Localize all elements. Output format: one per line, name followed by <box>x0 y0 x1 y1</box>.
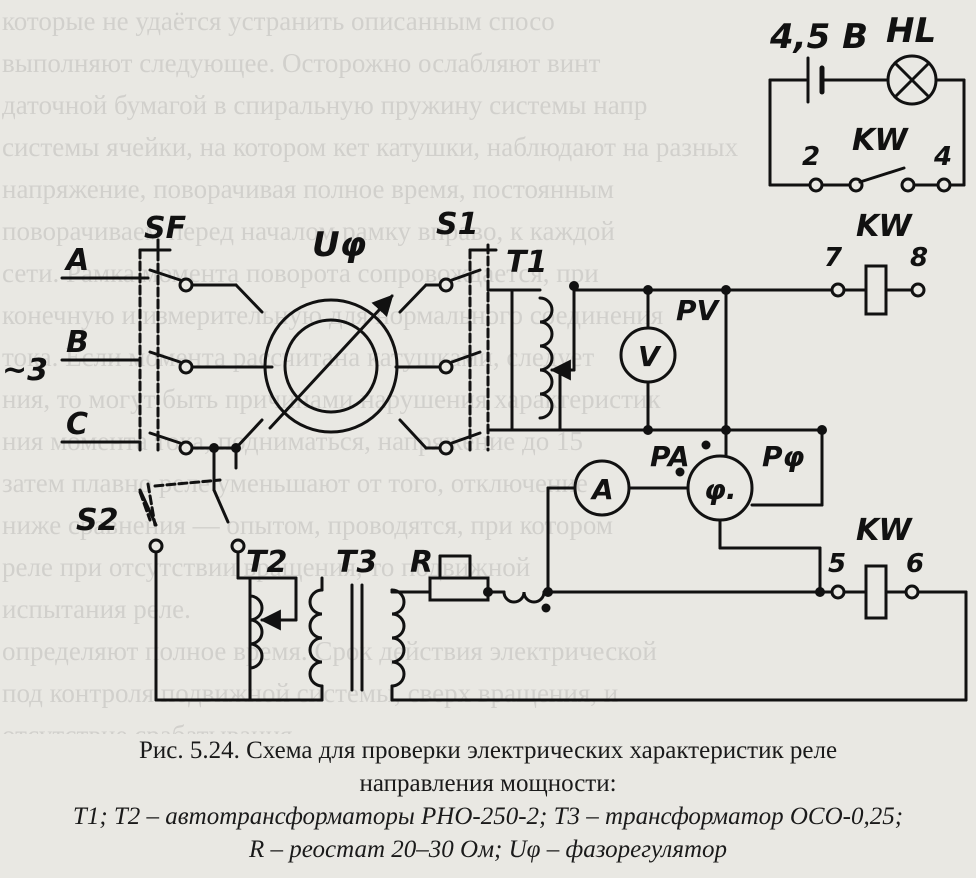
label-kw-coil-top: KW <box>856 209 913 244</box>
terminal-4 <box>936 177 952 193</box>
label-s1: S1 <box>436 207 478 242</box>
caption-line-2: направления мощности: <box>359 770 617 797</box>
label-term-6: 6 <box>906 549 924 579</box>
label-voltmeter: V <box>638 340 662 373</box>
label-term-4: 4 <box>933 142 952 172</box>
label-term-7: 7 <box>824 243 843 273</box>
label-pa: PA <box>650 440 690 473</box>
ammeter-pa <box>546 459 690 594</box>
kw-coil-top <box>820 264 926 507</box>
label-term-2: 2 <box>802 142 820 172</box>
phasemeter <box>686 430 824 594</box>
sf-breaker <box>138 238 194 456</box>
label-pv: PV <box>676 294 721 327</box>
kw-contact-blade <box>858 166 906 184</box>
phase-regulator <box>190 283 442 450</box>
label-s2: S2 <box>76 503 118 538</box>
t3-transformer <box>308 576 968 702</box>
label-ammeter: A <box>590 473 614 506</box>
label-battery: 4,5 B <box>769 17 868 57</box>
caption-line-4: R – реостат 20–30 Ом; Uφ – фазорегулятор <box>248 836 728 863</box>
figure-caption: Рис. 5.24. Схема для проверки электричес… <box>0 734 976 866</box>
caption-line-1: Рис. 5.24. Схема для проверки электричес… <box>138 737 838 764</box>
label-t2: T2 <box>246 545 287 580</box>
t1-autotransformer <box>510 288 824 432</box>
label-t1: T1 <box>506 245 547 280</box>
signal-circuit <box>768 54 966 193</box>
label-phase-regulator: Uφ <box>312 225 366 265</box>
label-three-phase: ~3 <box>2 353 48 388</box>
s1-switch <box>438 243 514 456</box>
label-lamp: HL <box>886 11 936 51</box>
label-phase-c: C <box>66 407 88 442</box>
phase-lines <box>60 276 150 444</box>
caption-line-3: T1; T2 – автотрансформаторы РНО-250-2; T… <box>72 803 904 830</box>
label-t3: T3 <box>336 545 377 580</box>
label-phase-b: B <box>66 325 89 360</box>
terminal-2 <box>808 177 824 193</box>
label-phasemeter: φ. <box>704 473 737 506</box>
kw-coil-bottom <box>830 564 968 702</box>
label-r: R <box>410 545 433 580</box>
label-term-5: 5 <box>828 549 846 579</box>
label-sf: SF <box>144 211 187 246</box>
label-phase-a: A <box>64 243 89 278</box>
rheostat-r <box>428 554 834 604</box>
s2-switch <box>138 446 246 702</box>
voltmeter-pv <box>619 288 728 434</box>
label-kw-contact: KW <box>852 123 909 158</box>
circuit-diagram: 4,5 B HL KW 2 4 KW 7 8 SF A B C ~3 Uφ S1… <box>2 11 968 702</box>
label-pphi: Pφ <box>762 440 805 473</box>
t2-autotransformer <box>154 576 324 702</box>
label-term-8: 8 <box>910 243 928 273</box>
label-kw-coil-bottom: KW <box>856 513 913 548</box>
